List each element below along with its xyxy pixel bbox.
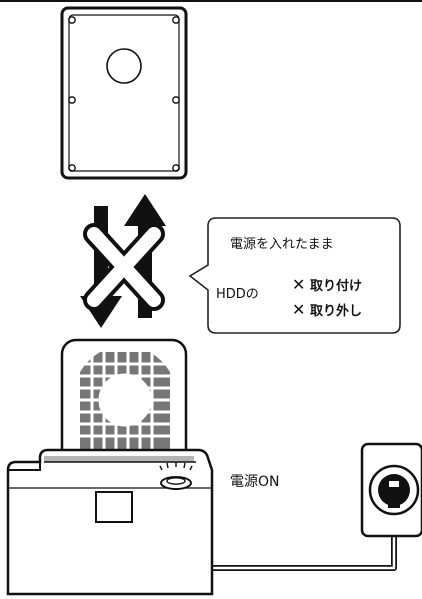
warning-callout: 電源を入れたまま HDDの ✕ 取り付け ✕ 取り外し	[188, 217, 401, 334]
cross-mark-icon: ✕	[292, 275, 305, 294]
callout-line2: HDDの	[216, 287, 259, 302]
callout-item2: 取り外し	[310, 303, 362, 319]
power-cable	[212, 522, 397, 571]
drive-grid	[80, 352, 170, 452]
power-on-label: 電源ON	[230, 474, 280, 490]
hard-drive-icon	[60, 6, 188, 180]
cross-mark-icon: ✕	[292, 300, 305, 319]
prohibited-cross-icon	[83, 223, 165, 311]
callout-line1: 電源を入れたまま	[230, 237, 334, 252]
docking-station-icon	[6, 338, 214, 596]
power-outlet-icon	[360, 442, 422, 538]
dock-slot-strip	[44, 456, 194, 462]
callout-item1: 取り付け	[310, 278, 362, 294]
power-button-icon	[159, 462, 193, 490]
